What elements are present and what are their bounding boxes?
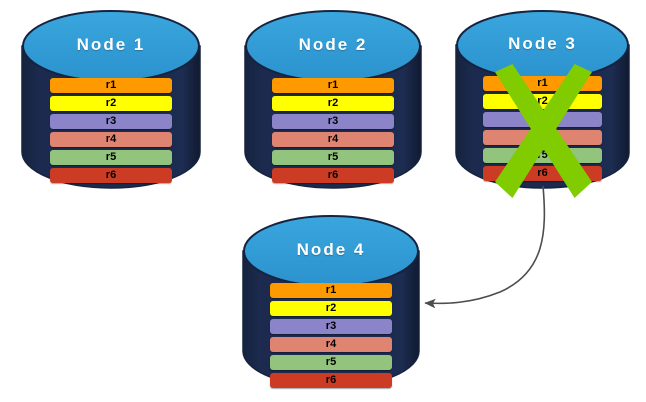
row-bar-r2[interactable]: r2 xyxy=(483,94,602,109)
cylinder-top-ellipse xyxy=(243,215,419,287)
row-bar-r5[interactable]: r5 xyxy=(270,355,392,370)
row-list: r1 r2 r3 r4 r5 r6 xyxy=(456,76,629,181)
row-bar-r3[interactable]: r3 xyxy=(483,112,602,127)
row-bar-r4[interactable]: r4 xyxy=(50,132,172,147)
row-list: r1 r2 r3 r4 r5 r6 xyxy=(22,78,200,183)
arrow-path xyxy=(424,185,546,309)
row-bar-r5[interactable]: r5 xyxy=(50,150,172,165)
row-bar-r1[interactable]: r1 xyxy=(483,76,602,91)
row-bar-r4[interactable]: r4 xyxy=(272,132,394,147)
row-bar-r1[interactable]: r1 xyxy=(272,78,394,93)
row-bar-r4[interactable]: r4 xyxy=(483,130,602,145)
row-bar-r6[interactable]: r6 xyxy=(50,168,172,183)
row-list: r1 r2 r3 r4 r5 r6 xyxy=(243,283,419,388)
row-bar-r3[interactable]: r3 xyxy=(270,319,392,334)
row-bar-r6[interactable]: r6 xyxy=(270,373,392,388)
row-bar-r2[interactable]: r2 xyxy=(50,96,172,111)
cylinder-top-ellipse xyxy=(22,10,200,82)
row-bar-r5[interactable]: r5 xyxy=(272,150,394,165)
row-bar-r1[interactable]: r1 xyxy=(50,78,172,93)
row-list: r1 r2 r3 r4 r5 r6 xyxy=(245,78,421,183)
row-bar-r1[interactable]: r1 xyxy=(270,283,392,298)
row-bar-r6[interactable]: r6 xyxy=(483,166,602,181)
row-bar-r2[interactable]: r2 xyxy=(270,301,392,316)
row-bar-r2[interactable]: r2 xyxy=(272,96,394,111)
row-bar-r5[interactable]: r5 xyxy=(483,148,602,163)
row-bar-r3[interactable]: r3 xyxy=(272,114,394,129)
row-bar-r6[interactable]: r6 xyxy=(272,168,394,183)
row-bar-r4[interactable]: r4 xyxy=(270,337,392,352)
row-bar-r3[interactable]: r3 xyxy=(50,114,172,129)
cylinder-top-ellipse xyxy=(456,10,629,80)
cylinder-top-ellipse xyxy=(245,10,421,82)
